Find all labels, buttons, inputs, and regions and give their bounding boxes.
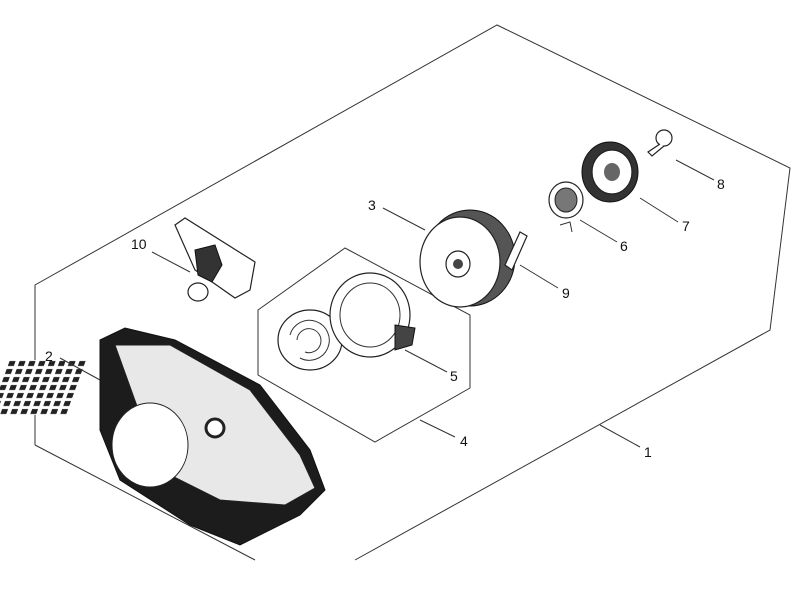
callout-label-4: 4: [460, 433, 468, 449]
starter-handle-part: [174, 217, 256, 302]
ratchet-part: [581, 141, 639, 203]
callout-label-3: 3: [368, 197, 376, 213]
leader-lines: [59, 159, 715, 448]
recoil-spring-part: [329, 272, 416, 358]
spring-assembly-outline: [257, 247, 471, 443]
callout-label-5: 5: [450, 368, 458, 384]
callout-label-2: 2: [45, 348, 53, 364]
ratchet-spring-part: [548, 181, 584, 233]
screw-part: [647, 129, 673, 157]
starter-cover-part: [0, 327, 326, 546]
callout-label-8: 8: [717, 176, 725, 192]
callout-label-6: 6: [620, 238, 628, 254]
callout-label-9: 9: [562, 285, 570, 301]
assembly-outline-bottom: [34, 444, 256, 561]
callout-label-7: 7: [682, 218, 690, 234]
callout-label-10: 10: [131, 236, 147, 252]
assembly-outline: [34, 24, 791, 561]
callout-label-1: 1: [644, 444, 652, 460]
rope-pulley-part: [419, 209, 528, 308]
